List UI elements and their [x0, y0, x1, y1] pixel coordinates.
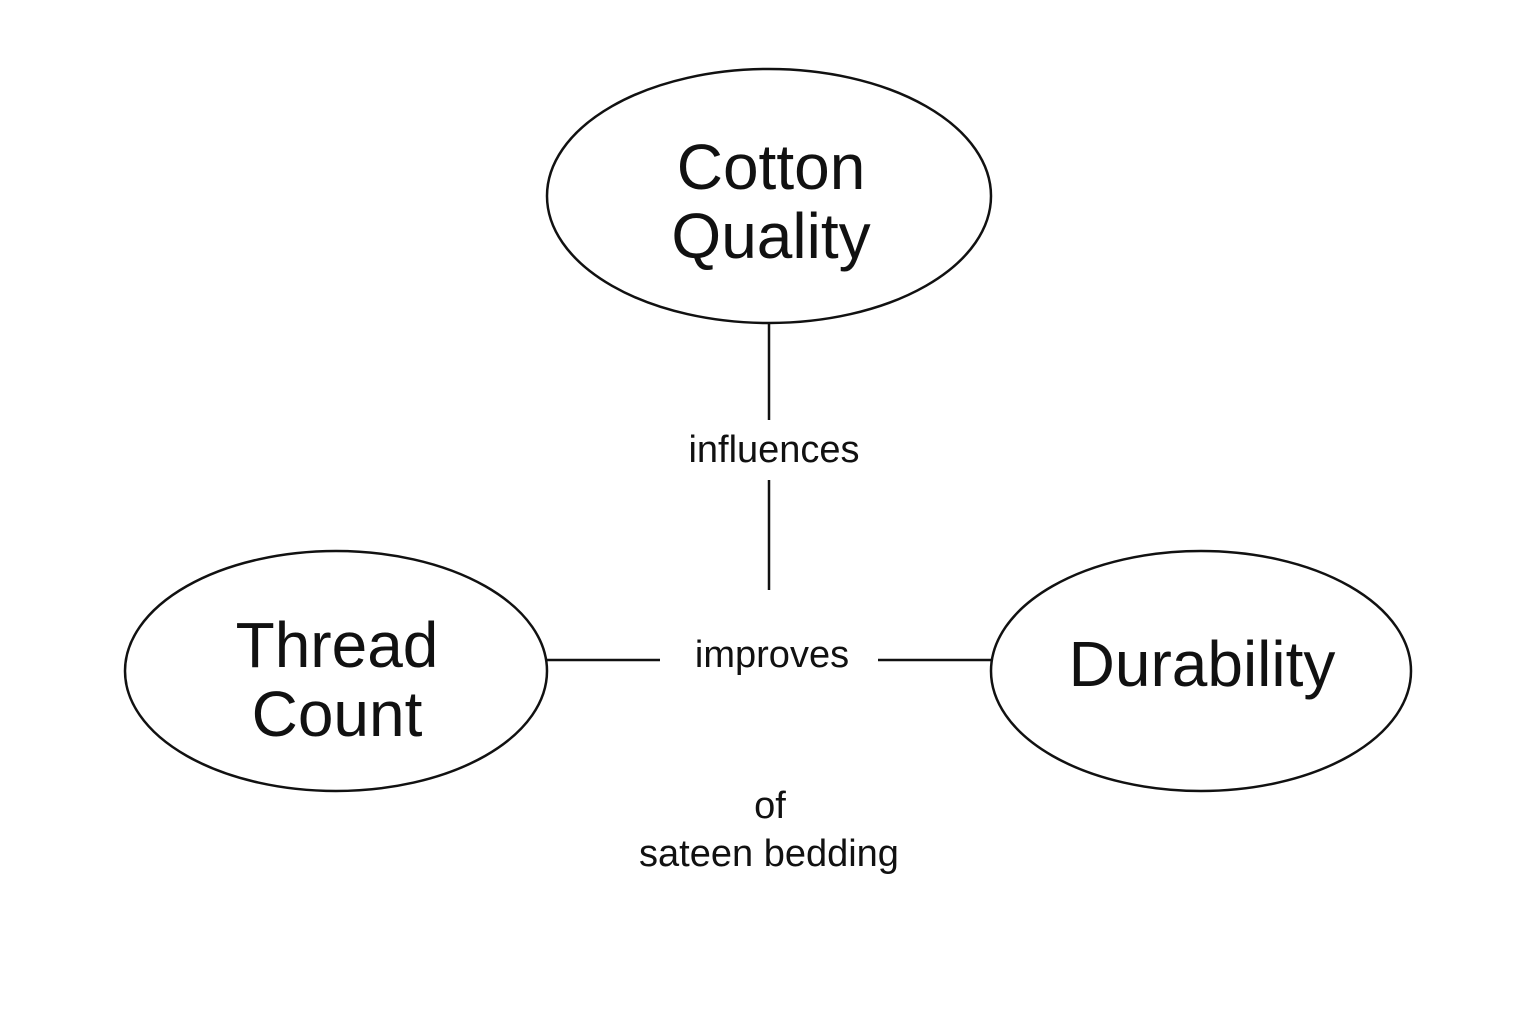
- note-line-of: of: [754, 785, 786, 827]
- edge-label-influences: influences: [688, 429, 859, 471]
- edge-label-improves: improves: [695, 634, 849, 676]
- node-durability: Durability: [989, 549, 1413, 793]
- node-thread-count: Thread Count: [123, 549, 549, 793]
- node-durability-label: Durability: [1069, 628, 1336, 700]
- node-cotton-quality: Cotton Quality: [545, 67, 993, 325]
- node-durability-ellipse: [989, 549, 1413, 793]
- node-cotton-quality-label-line1: Cotton: [677, 131, 866, 203]
- node-thread-count-label-line2: Count: [252, 678, 423, 750]
- note-line-sateen-bedding: sateen bedding: [639, 833, 899, 875]
- node-thread-count-label-line1: Thread: [236, 609, 439, 681]
- node-thread-count-ellipse: [123, 549, 549, 793]
- node-cotton-quality-label-line2: Quality: [671, 200, 870, 272]
- node-cotton-quality-ellipse: [545, 67, 993, 325]
